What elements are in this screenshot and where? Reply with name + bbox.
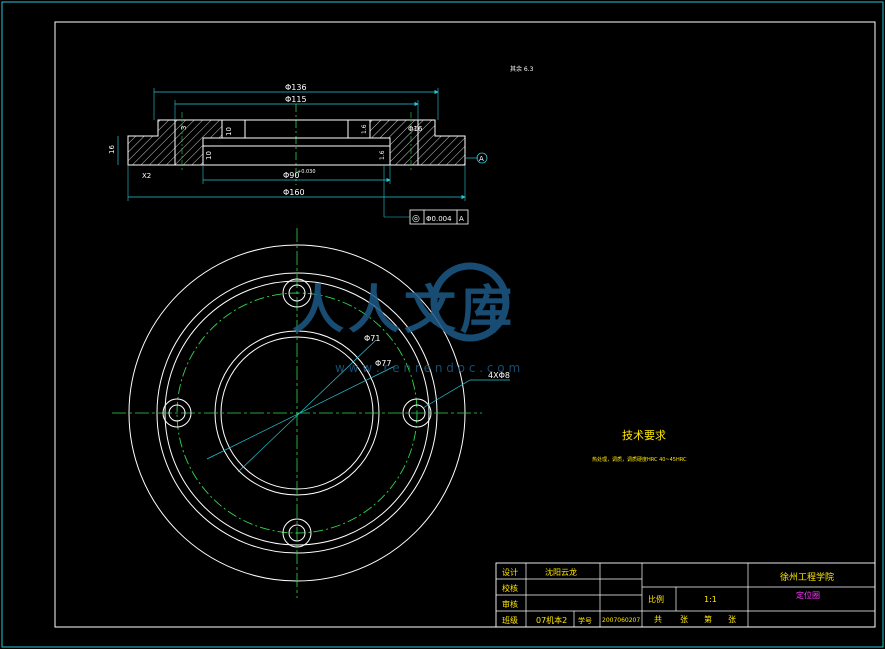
plan-view: Φ71 Φ77 4XΦ8 — [112, 228, 510, 598]
label-check: 校核 — [502, 583, 518, 593]
sheets-unit-1: 张 — [680, 615, 688, 624]
watermark-logo-icon — [430, 262, 510, 342]
dim-dia-115: Φ115 — [285, 95, 307, 104]
tolerance-value: Φ0.004 — [426, 215, 452, 223]
concentricity-icon: ◎ — [412, 214, 420, 224]
dim-pcd: Φ71 — [364, 334, 380, 343]
school-name: 徐州工程学院 — [780, 571, 834, 583]
sheets-unit-2: 张 — [728, 615, 736, 624]
datum-label: A — [479, 155, 484, 163]
dim-dia-16: Φ16 — [408, 125, 423, 133]
section-view: Φ136 Φ115 Φ90 +0.030 Φ160 Φ16 16 3 10 10… — [108, 65, 534, 225]
dim-dia-136: Φ136 — [285, 83, 307, 92]
dim-3: 3 — [180, 126, 188, 130]
roughness-symbol: 其余 6.3 — [510, 65, 534, 73]
dim-inner-dia: Φ77 — [375, 359, 391, 368]
sheet-no: 第 — [704, 614, 712, 624]
value-class: 07机本2 — [536, 615, 567, 625]
sheets-total: 共 — [654, 615, 662, 624]
dim-dia-90: Φ90 — [283, 171, 299, 180]
value-design: 沈阳云龙 — [545, 567, 577, 577]
watermark: 人人文库 w w w . r e n r e n d o c . c o m — [292, 262, 520, 375]
label-number: 学号 — [578, 616, 592, 625]
roughness-1-6-b: 1.6 — [379, 150, 386, 160]
inner-frame — [54, 21, 876, 628]
value-scale: 1:1 — [704, 595, 717, 604]
chamfer-label: X2 — [142, 172, 151, 180]
tech-requirements-title: 技术要求 — [622, 429, 666, 442]
label-class: 班级 — [502, 615, 518, 625]
title-block: 设计 沈阳云龙 校核 审核 班级 07机本2 学号 2007060207 徐州工… — [495, 562, 876, 628]
watermark-url: w w w . r e n r e n d o c . c o m — [335, 361, 520, 375]
tech-requirements-line: 热处理，调质，调质硬度HRC 40~45HRC — [592, 456, 687, 463]
label-scale: 比例 — [648, 594, 664, 604]
dim-10-upper: 10 — [225, 127, 233, 136]
label-review: 审核 — [502, 599, 518, 609]
label-design: 设计 — [502, 567, 518, 577]
tolerance-datum: A — [459, 215, 464, 223]
part-name: 定位圈 — [796, 590, 820, 600]
dim-10-lower: 10 — [205, 151, 213, 160]
roughness-1-6-a: 1.6 — [361, 124, 368, 134]
dim-dia-160: Φ160 — [283, 188, 305, 197]
value-number: 2007060207 — [602, 617, 640, 624]
dim-height-16: 16 — [108, 145, 116, 154]
watermark-text: 人人文库 — [292, 281, 516, 341]
dim-dia-90-tolerance: +0.030 — [297, 169, 316, 175]
dim-holes: 4XΦ8 — [488, 371, 510, 380]
